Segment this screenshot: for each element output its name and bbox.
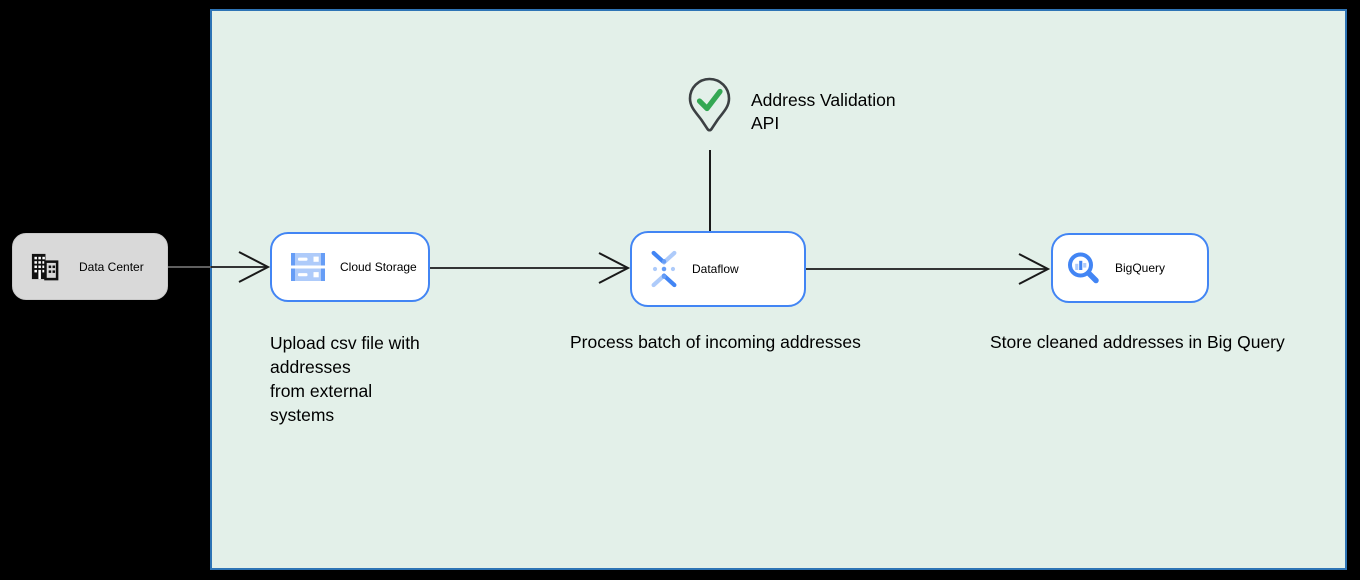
node-label: Cloud Storage bbox=[340, 260, 417, 274]
node-bigquery[interactable]: BigQuery bbox=[1051, 233, 1209, 303]
caption-cloud-storage: Upload csv file with addresses from exte… bbox=[270, 333, 420, 425]
dataflow-icon bbox=[651, 250, 677, 288]
address-validation-annotation[interactable] bbox=[686, 76, 733, 136]
address-validation-label: Address Validation API bbox=[751, 90, 896, 133]
map-pin-check-icon bbox=[688, 77, 731, 132]
cloud-storage-icon bbox=[291, 253, 325, 281]
building-icon bbox=[31, 253, 59, 281]
caption-dataflow: Process batch of incoming addresses bbox=[570, 332, 861, 352]
caption-bigquery: Store cleaned addresses in Big Query bbox=[990, 332, 1285, 352]
bigquery-icon bbox=[1068, 252, 1099, 284]
node-label: Dataflow bbox=[692, 262, 739, 276]
node-dataflow[interactable]: Dataflow bbox=[630, 231, 806, 307]
node-label: Data Center bbox=[79, 259, 144, 274]
node-label: BigQuery bbox=[1115, 261, 1166, 275]
node-cloud-storage[interactable]: Cloud Storage bbox=[270, 232, 430, 302]
node-data-center[interactable]: Data Center bbox=[12, 233, 168, 300]
